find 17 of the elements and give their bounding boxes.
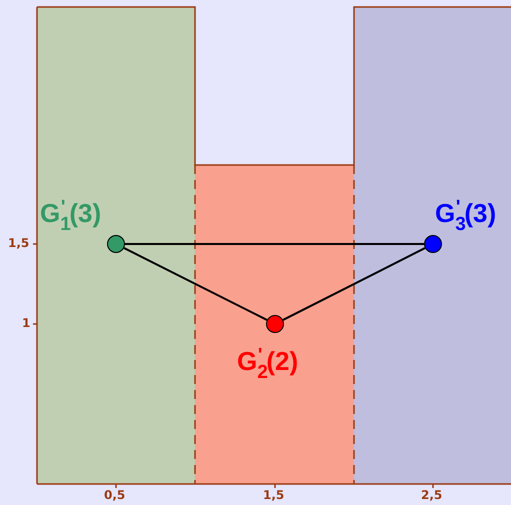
axis-tick-label: 1,5 bbox=[263, 488, 284, 502]
axis-tick-label: 1 bbox=[22, 316, 30, 330]
bar-region bbox=[37, 7, 195, 484]
connector-line bbox=[282, 247, 426, 321]
axis-tick-label: 2,5 bbox=[421, 488, 442, 502]
connector-line bbox=[124, 247, 268, 321]
point-marker bbox=[107, 235, 125, 253]
connector-line bbox=[125, 243, 424, 245]
point-label: G$_{1}$$^{'}$(3) bbox=[40, 196, 102, 237]
axis-tick-label: 1,5 bbox=[8, 236, 30, 250]
axis-tick-label: 0,5 bbox=[104, 488, 126, 502]
point-label: G$_{2}$$^{'}$(2) bbox=[237, 344, 298, 385]
bar-region bbox=[354, 7, 511, 484]
point-marker bbox=[424, 235, 442, 253]
bar-region bbox=[195, 165, 354, 484]
point-label: G$_{3}$$^{'}$(3) bbox=[435, 196, 496, 237]
point-marker bbox=[266, 315, 284, 333]
